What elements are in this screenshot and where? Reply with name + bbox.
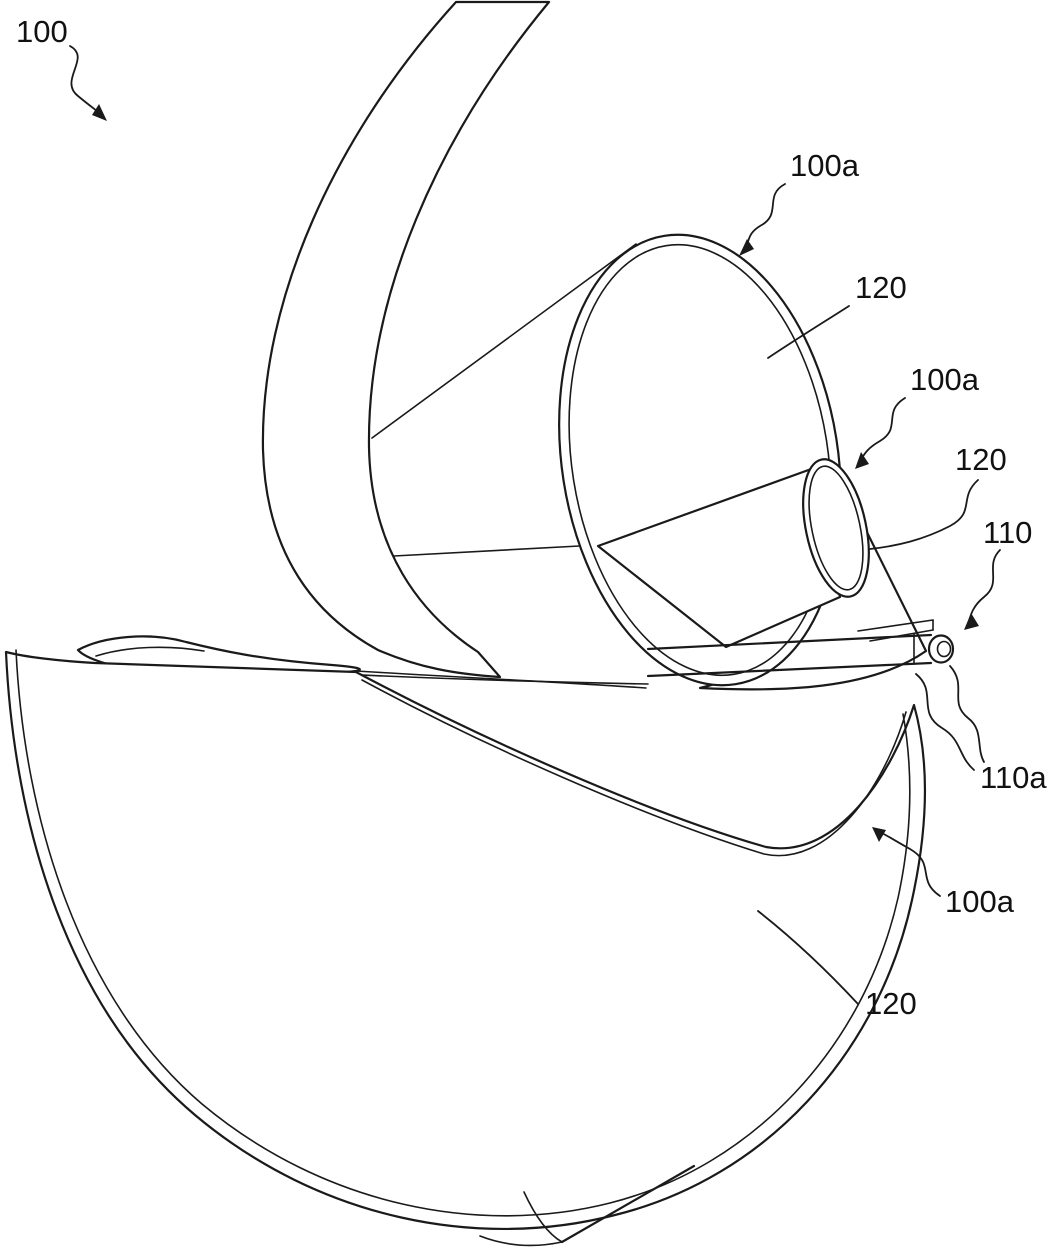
label-100a-top: 100a: [790, 148, 860, 183]
small-cone: [596, 458, 870, 649]
shaft-top-line: [646, 633, 933, 651]
label-120-mid: 120: [955, 442, 1007, 477]
shaft-bottom-line: [646, 661, 933, 678]
blade-bottom-flap-edge-2: [479, 1235, 563, 1247]
leader-110: [968, 549, 1001, 622]
helical-blade-bottom: [4, 649, 927, 1247]
leader-100a-bottom: [877, 830, 941, 897]
leader-100: [69, 45, 103, 116]
small-cone-rim-outer: [802, 458, 870, 598]
shaft-stub-top-1: [857, 619, 934, 632]
label-110a: 110a: [980, 760, 1047, 795]
hub-leaf-detail: [95, 646, 205, 657]
label-100a-mid: 100a: [910, 362, 980, 397]
leader-100a-bottom-arrowhead: [872, 827, 886, 842]
blade-bottom-inner-edge-outer: [15, 649, 911, 1217]
blade-top-band: [261, 0, 551, 679]
blade-top-ruled-line-1: [371, 243, 637, 439]
helical-blade-top: [261, 0, 637, 679]
leader-110-arrowhead: [964, 613, 979, 630]
leader-100a-top-arrowhead: [739, 239, 754, 256]
leader-120-bottom: [757, 910, 859, 1005]
label-100a-bottom: 100a: [945, 884, 1015, 919]
label-100: 100: [16, 14, 68, 49]
blade-bottom-flap-edge-1: [560, 1164, 696, 1244]
leader-120-top: [767, 305, 850, 359]
hub-axis-line-2: [355, 670, 647, 689]
leader-100a-mid-arrowhead: [855, 452, 869, 469]
blade-top-ruled-line-2: [393, 544, 599, 557]
large-cone-rim-inner: [568, 243, 832, 677]
reference-labels: 100 100a 120 100a 120 110 110a 100a 120: [16, 14, 1047, 1021]
label-110: 110: [983, 515, 1032, 550]
label-120-bottom: 120: [865, 986, 917, 1021]
blade-bottom-inner-edge-upper: [361, 679, 907, 857]
shaft: [646, 619, 955, 678]
leaders: [69, 45, 1001, 1005]
leader-100a-top: [744, 183, 786, 249]
blade-bottom-body: [4, 650, 927, 1231]
leader-110a-strand-1: [915, 673, 975, 771]
shaft-end-bore: [936, 640, 952, 658]
shaft-stub-top-2: [869, 629, 934, 642]
leader-110a-strand-2: [949, 665, 985, 763]
small-cone-rim-inner: [808, 465, 864, 591]
leader-100a-mid: [859, 397, 906, 462]
leader-120-mid: [869, 479, 979, 550]
blade-bottom-flap-edge-3: [523, 1191, 563, 1243]
leader-100-arrowhead: [92, 104, 107, 121]
label-120-top: 120: [855, 270, 907, 305]
shaft-end-cap: [927, 634, 955, 664]
